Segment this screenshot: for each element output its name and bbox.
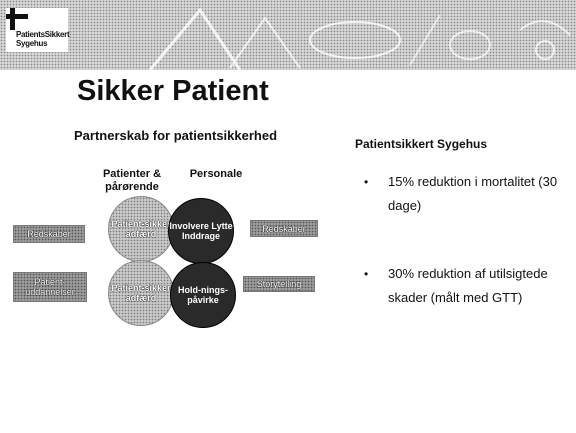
circle-label: Involvere Lytte Inddrage <box>169 221 233 241</box>
circle-label: Hold-nings-påvirke <box>178 285 228 305</box>
tag-tools-left: Redskaber <box>13 225 85 243</box>
logo-cross-vertical <box>10 8 15 30</box>
circle-label: Patient-sikker adfærd <box>111 219 171 239</box>
logo-text-line1: PatientsSikkert <box>16 30 70 39</box>
tag-storytelling: Storytelling <box>243 276 315 292</box>
page-title: Sikker Patient <box>77 75 269 107</box>
bullet-dot: • <box>364 175 369 189</box>
header-band: PatientsSikkert Sygehus <box>0 0 576 70</box>
bullet-dot: • <box>364 267 369 281</box>
logo-cross-horizontal <box>6 14 28 19</box>
bullet-text: 15% reduktion i mortalitet (30 dage) <box>388 174 558 213</box>
tag-patient-education: Patient-uddannelser <box>13 272 87 302</box>
bullet-item: • 30% reduktion af utilsigtede skader (m… <box>360 262 576 310</box>
circle-involve: Involvere Lytte Inddrage <box>168 198 234 264</box>
bullet-text: 30% reduktion af utilsigtede skader (mål… <box>388 266 548 305</box>
column-header-staff: Personale <box>189 168 243 180</box>
logo-text-line2: Sygehus <box>16 39 48 48</box>
circle-attitude: Hold-nings-påvirke <box>170 262 236 328</box>
circle-label: Patient-sikker adfærd <box>111 283 171 303</box>
subtitle-partnership: Partnerskab for patientsikkerhed <box>74 128 278 143</box>
circle-patient-behaviour-top: Patient-sikker adfærd <box>108 196 174 262</box>
header-decoration <box>148 7 571 70</box>
hospital-logo: PatientsSikkert Sygehus <box>6 8 70 52</box>
subtitle-hospital: Patientsikkert Sygehus <box>355 137 488 151</box>
circle-patient-behaviour-bottom: Patient-sikker adfærd <box>108 260 174 326</box>
bullet-item: • 15% reduktion i mortalitet (30 dage) <box>360 170 576 218</box>
tag-tools-right: Redskaber <box>250 220 318 237</box>
column-header-patients: Patienter & pårørende <box>102 168 162 193</box>
